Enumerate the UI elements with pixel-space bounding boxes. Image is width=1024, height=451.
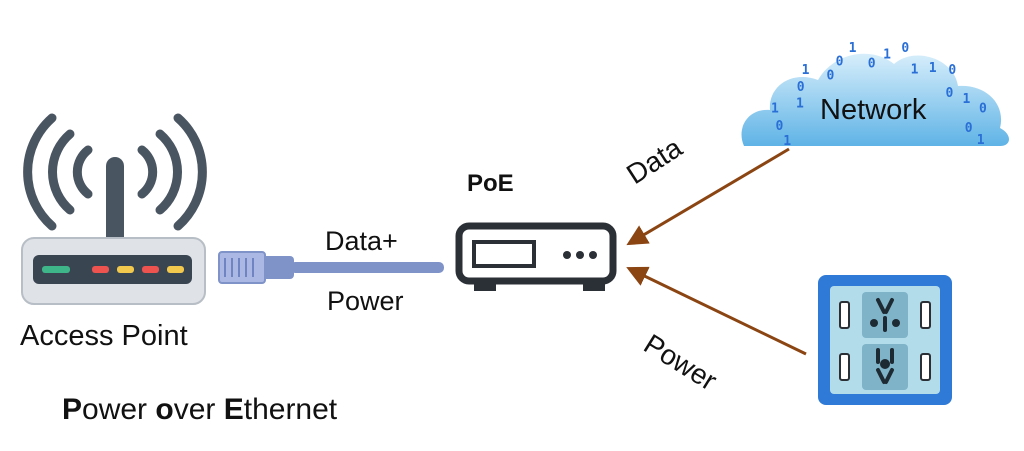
binary-digit: 0	[901, 41, 909, 56]
binary-digit: 1	[849, 41, 857, 56]
network-label: Network	[820, 94, 927, 126]
router-led	[167, 266, 184, 273]
binary-digit: 0	[776, 119, 784, 134]
power-arrow	[626, 266, 807, 356]
binary-digit: 1	[929, 61, 937, 76]
data-arrow	[626, 147, 790, 246]
binary-digit: 0	[827, 69, 835, 84]
binary-digit: 0	[868, 57, 876, 72]
binary-digit: 1	[783, 134, 791, 149]
cloud-shape	[741, 53, 1009, 146]
connector-boot	[262, 256, 294, 279]
binary-digit: 0	[965, 121, 973, 136]
antenna	[106, 157, 124, 249]
router-led-panel	[33, 255, 192, 284]
binary-digit: 0	[979, 102, 987, 117]
switch-display	[472, 240, 536, 268]
binary-digit: 0	[836, 54, 844, 69]
binary-digit: 1	[883, 48, 891, 63]
binary-digit: 0	[948, 63, 956, 78]
binary-digit: 1	[771, 102, 779, 117]
wifi-signal-icon	[23, 113, 207, 231]
switch-light	[563, 251, 571, 259]
poe-switch-label: PoE	[467, 170, 514, 197]
router-leds	[42, 266, 184, 273]
switch-light	[576, 251, 584, 259]
binary-digit: 0	[946, 86, 954, 101]
ethernet-cable-icon	[218, 251, 444, 284]
outlet-face	[830, 286, 940, 394]
router-led	[92, 266, 109, 273]
router-led	[142, 266, 159, 273]
binary-digit: 1	[911, 63, 919, 78]
power-outlet-icon	[818, 275, 952, 405]
router-led	[42, 266, 70, 273]
binary-digit: 1	[802, 63, 810, 78]
access-point-label: Access Point	[20, 320, 188, 352]
cable-label-data: Data+	[325, 226, 398, 256]
router-led	[117, 266, 134, 273]
binary-digit: 0	[797, 80, 805, 95]
switch-light	[589, 251, 597, 259]
diagram-caption: Power over Ethernet	[62, 393, 338, 426]
cable-wire	[290, 262, 444, 273]
access-point-icon	[21, 113, 207, 305]
binary-digit: 1	[796, 97, 804, 112]
poe-switch-icon	[455, 222, 617, 291]
binary-digit: 1	[963, 92, 971, 107]
cable-label-power: Power	[327, 286, 404, 316]
binary-digit: 1	[977, 133, 985, 148]
